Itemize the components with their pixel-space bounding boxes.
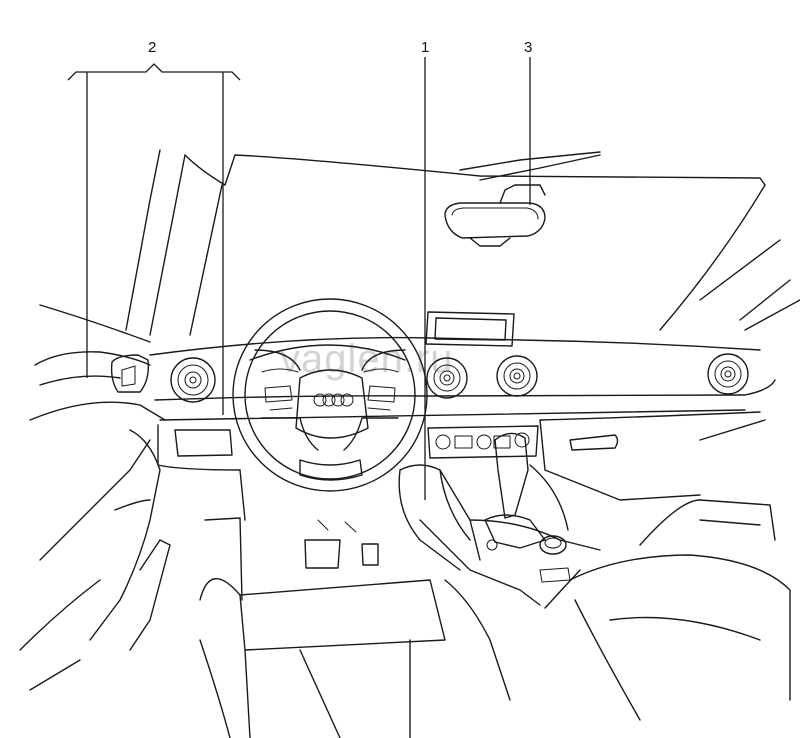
air-vent-center-left bbox=[426, 357, 468, 399]
steering-wheel bbox=[232, 298, 428, 492]
callout-3: 3 bbox=[524, 39, 532, 205]
rear-view-mirror bbox=[444, 184, 546, 247]
windshield bbox=[224, 151, 800, 331]
dashboard bbox=[149, 336, 776, 501]
callout-3-label: 3 bbox=[524, 39, 532, 56]
air-vent-left bbox=[170, 357, 216, 403]
callout-2: 2 bbox=[67, 39, 241, 415]
a-pillar-and-door bbox=[19, 149, 226, 691]
passenger-seat bbox=[569, 499, 791, 721]
air-vent-right bbox=[707, 353, 749, 395]
infotainment-screen bbox=[425, 311, 515, 347]
left-side-vent bbox=[110, 354, 150, 393]
callout-1-label: 1 bbox=[421, 39, 429, 56]
driver-seat bbox=[199, 469, 511, 738]
climate-control-panel bbox=[427, 425, 539, 459]
pedals bbox=[204, 469, 379, 601]
callout-2-bracket bbox=[67, 63, 241, 81]
callout-1: 1 bbox=[421, 39, 429, 500]
air-vent-center-right bbox=[496, 355, 538, 397]
callout-2-label: 2 bbox=[148, 39, 156, 56]
